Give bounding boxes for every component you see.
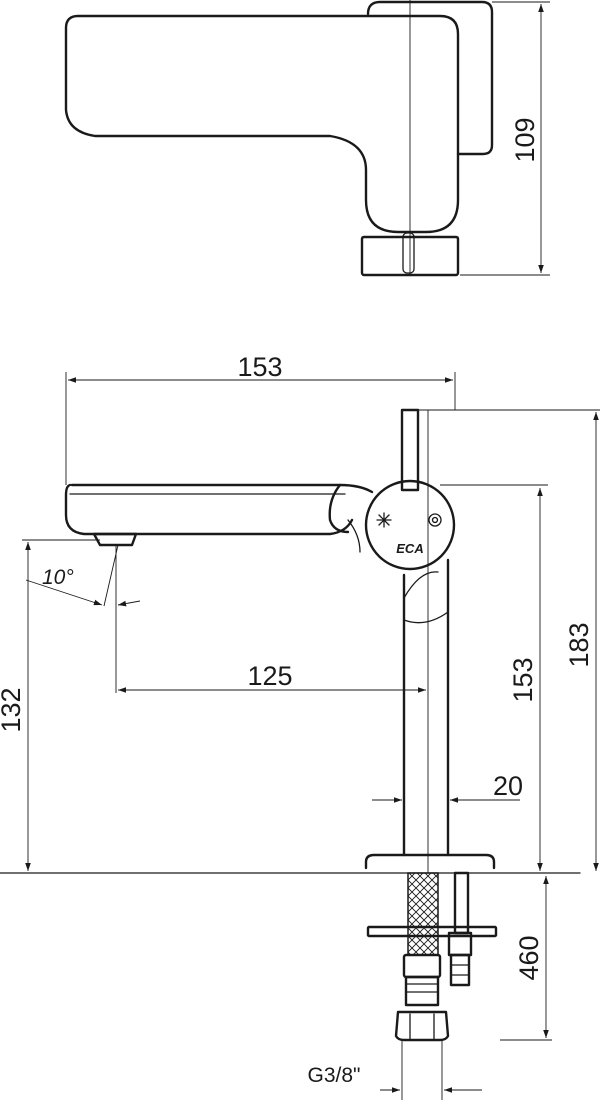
dim-spout-height-label: 132 — [0, 687, 26, 732]
top-view: 109 — [64, 0, 550, 277]
dim-total-height-label: 183 — [564, 622, 594, 667]
dim-spout-angle-label: 10° — [42, 566, 74, 589]
dim-thread-label: G3/8" — [308, 1064, 361, 1087]
dim-spout-reach-label: 125 — [247, 661, 292, 691]
dim-lever-height-label: 153 — [508, 657, 538, 702]
dim-body-diameter-label: 20 — [493, 771, 523, 801]
dim-overall-width-label: 153 — [237, 352, 282, 382]
flame-icon — [428, 513, 442, 527]
dim-hose-length-label: 460 — [514, 935, 544, 980]
side-view: 153 ECA — [0, 352, 600, 1100]
side-dimensions: 132 10° 125 153 183 20 460 G3/8" — [0, 412, 599, 1093]
snowflake-icon — [376, 512, 392, 528]
brand-logo: ECA — [396, 541, 423, 556]
dim-top-height-label: 109 — [510, 117, 540, 162]
